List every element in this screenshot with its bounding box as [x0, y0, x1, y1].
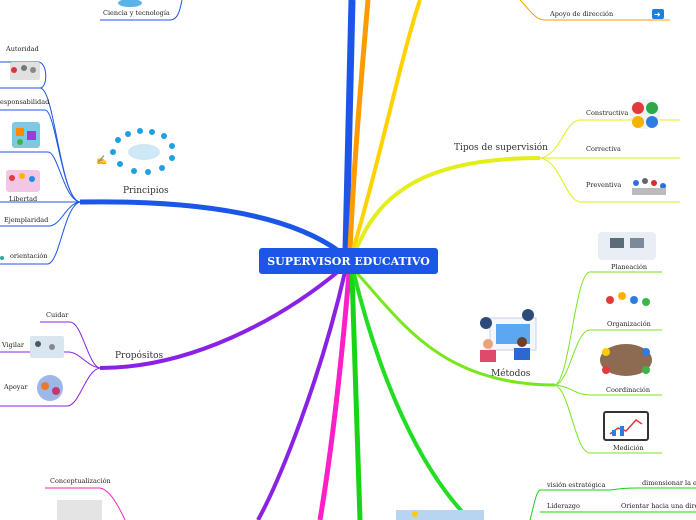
arrow-right-icon	[652, 9, 664, 19]
principios-item-orientacion[interactable]: orientación	[10, 252, 48, 260]
measurement-chart-icon	[603, 411, 649, 441]
top-left-line	[100, 0, 183, 21]
branch-bottom-purple	[256, 271, 347, 520]
bulb-icon	[412, 511, 418, 517]
principios-label[interactable]: Principios	[123, 186, 169, 196]
arrow-right-glyph: ➜	[654, 10, 661, 19]
meeting-screen-icon	[480, 309, 537, 362]
organization-icon	[606, 292, 650, 306]
bottom-item-liderazgo[interactable]: Liderazgo	[547, 502, 580, 510]
vigilar-icon	[30, 336, 64, 358]
top-right-line	[519, 0, 670, 21]
camera-placeholder-icon	[57, 500, 102, 520]
metodos-label[interactable]: Métodos	[491, 369, 531, 379]
coordination-icon	[600, 344, 652, 376]
branch-bottom-green	[349, 273, 363, 520]
top-item-ciencia[interactable]: Ciencia y tecnología	[103, 9, 170, 17]
people-circle-icon	[110, 128, 175, 175]
branch-metodos	[354, 270, 556, 387]
pencil-icon: ✍	[96, 155, 107, 166]
metodos-item-medicion[interactable]: Medición	[613, 444, 644, 452]
propositos-item-apoyar[interactable]: Apoyar	[4, 383, 28, 391]
bottom-item-vision[interactable]: visión estratégica	[547, 481, 606, 489]
preventive-people-icon	[632, 178, 666, 195]
tipos-sub-branches	[539, 119, 680, 203]
tipos-item-constructiva[interactable]: Constructiva	[586, 109, 629, 117]
bottom-subitem-dimensionar[interactable]: dimensionar la edu	[642, 479, 696, 487]
bottom-subitem-orientar[interactable]: Orientar hacia una direcci	[621, 502, 696, 510]
puzzle-people-icon	[630, 99, 660, 129]
freedom-people-icon	[6, 170, 40, 192]
branch-principios	[79, 199, 342, 255]
bottom-left-line	[45, 487, 126, 520]
propositos-sub-branches	[0, 321, 101, 407]
branch-tipos-curve	[354, 156, 541, 251]
orientation-icon	[0, 256, 4, 260]
principios-item-ejemplaridad[interactable]: Ejemplaridad	[4, 216, 49, 224]
tipos-label[interactable]: Tipos de supervisión	[454, 143, 548, 153]
central-topic[interactable]: SUPERVISOR EDUCATIVO	[259, 248, 438, 274]
propositos-item-cuidar[interactable]: Cuidar	[46, 311, 69, 319]
branch-propositos	[99, 268, 342, 370]
branch-bottom-green-right	[352, 273, 472, 520]
branch-top-orange	[347, 0, 371, 251]
metodos-item-planeacion[interactable]: Planeación	[611, 263, 648, 271]
principios-item-responsabilidad[interactable]: esponsabilidad	[0, 98, 50, 106]
apoyar-icon	[37, 375, 63, 401]
principios-sub-branches	[0, 61, 81, 265]
authority-people-icon	[10, 62, 40, 80]
tipos-item-preventiva[interactable]: Preventiva	[586, 181, 622, 189]
science-icon	[118, 0, 142, 7]
principios-item-libertad[interactable]: Libertad	[9, 195, 38, 203]
propositos-item-vigilar[interactable]: Vigilar	[2, 341, 24, 349]
tipos-item-correctiva[interactable]: Correctiva	[586, 145, 621, 153]
bottom-right-lines	[529, 487, 696, 520]
top-item-apoyo[interactable]: Apoyo de dirección	[550, 10, 614, 18]
principios-item-autoridad[interactable]: Autoridad	[6, 45, 39, 53]
planning-icon	[598, 232, 656, 260]
propositos-label[interactable]: Propósitos	[115, 351, 164, 361]
branch-tipos	[351, 0, 422, 251]
metodos-sub-branches	[554, 271, 662, 454]
bottom-image-fragment	[396, 510, 484, 520]
metodos-item-coordinacion[interactable]: Coordinación	[606, 386, 651, 394]
branch-bottom-magenta	[317, 273, 352, 520]
metodos-item-organizacion[interactable]: Organización	[607, 320, 651, 328]
bottom-item-conceptualizacion[interactable]: Conceptualización	[50, 477, 111, 485]
branch-top-blue	[342, 0, 356, 251]
responsibility-people-icon	[12, 122, 40, 148]
